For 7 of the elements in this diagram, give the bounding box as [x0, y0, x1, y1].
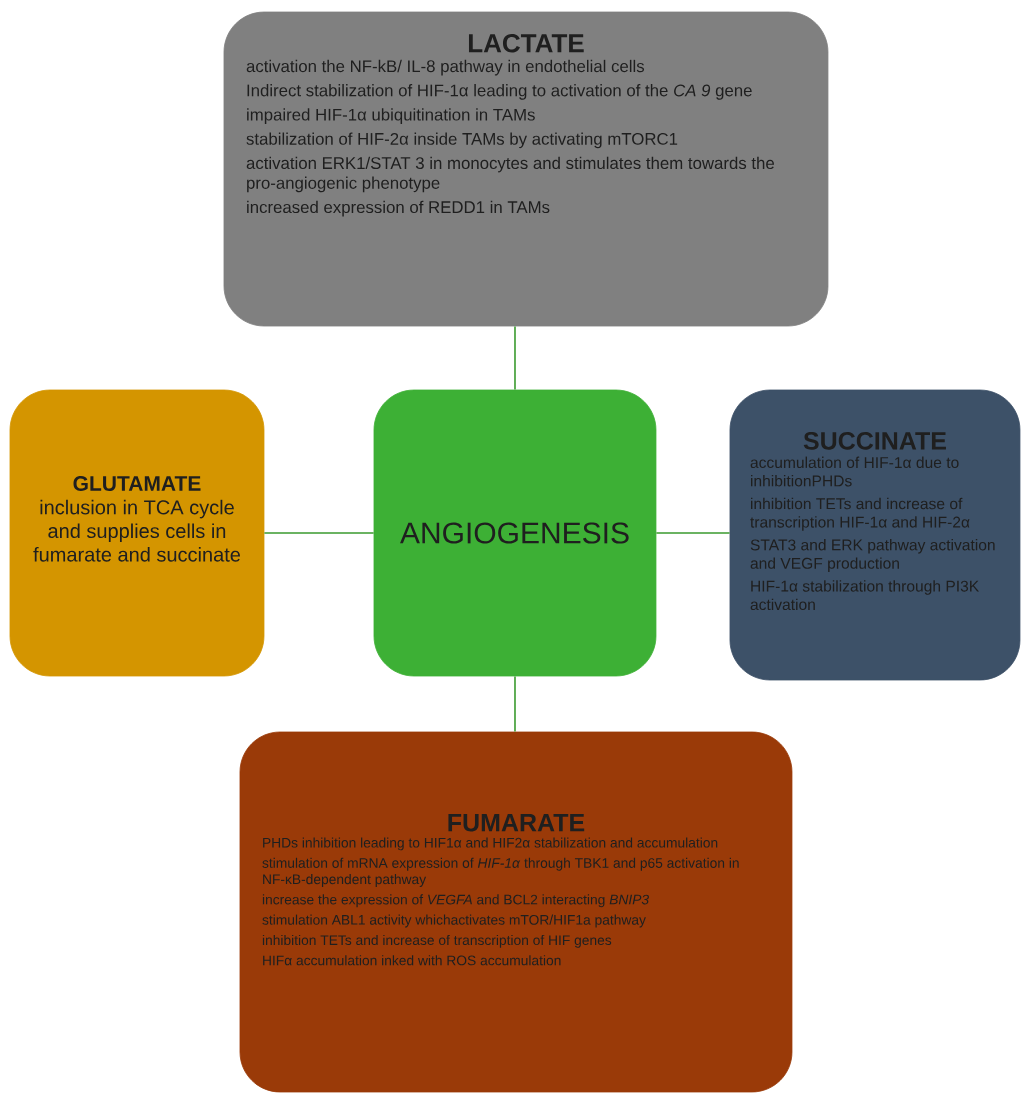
connector-line [263, 532, 375, 534]
connector-line [514, 675, 516, 733]
center-box: ANGIOGENESIS [373, 389, 657, 677]
connector-line [655, 532, 731, 534]
connector-line [514, 325, 516, 391]
info-box: GLUTAMATE inclusion in TCA cycle and supplies cells in fumarate and succinate [9, 389, 265, 677]
info-box: LACTATE activation the NF-kB/ IL-8 pathway in endothelial cells Indirect stabilization of HIF-1α leading to activation of the CA 9 gene impaired HIF-1α ubiquitination in TAMs stabilization of HIF-2α inside TAMs by activating mTORC1 activation ERK1/STAT 3 in monocytes and stimulates them towards the pro-angiogenic phenotype increased expression of REDD1 in TAMs [223, 11, 829, 327]
